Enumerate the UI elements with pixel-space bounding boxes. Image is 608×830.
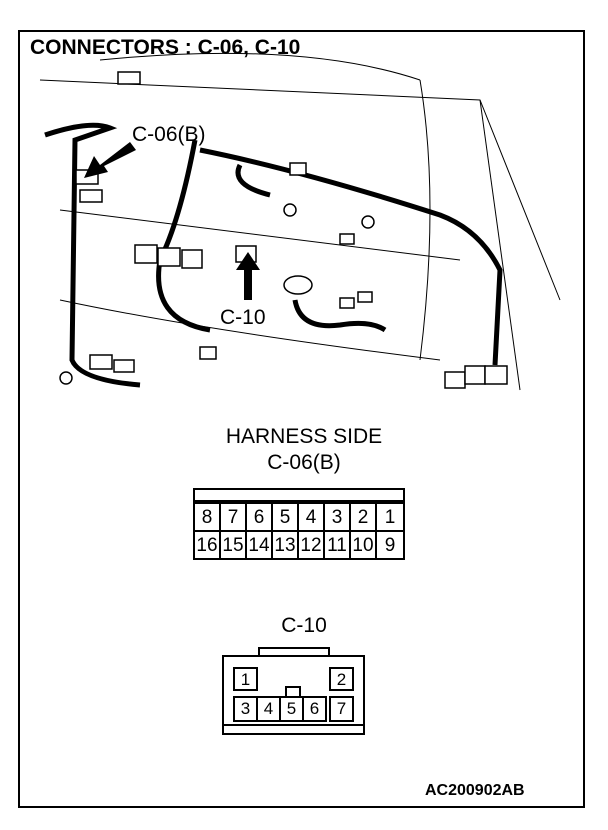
pin: 4	[256, 696, 281, 722]
c10-tab	[258, 647, 330, 657]
c10-key	[285, 686, 301, 696]
pin: 13	[273, 530, 299, 558]
pin: 2	[329, 667, 354, 691]
pin: 2	[351, 502, 377, 530]
pin: 10	[351, 530, 377, 558]
pin: 3	[325, 502, 351, 530]
pin: 6	[247, 502, 273, 530]
pin: 3	[233, 696, 258, 722]
connector-blocks	[59, 71, 508, 389]
pin: 11	[325, 530, 351, 558]
pin: 9	[377, 530, 403, 558]
pin: 8	[195, 502, 221, 530]
figure-code: AC200902AB	[425, 782, 525, 799]
pin: 1	[377, 502, 403, 530]
c10-connector	[222, 655, 365, 735]
figure-frame	[18, 30, 585, 808]
pin: 4	[299, 502, 325, 530]
c06-latch-strip	[193, 488, 405, 502]
pin: 5	[273, 502, 299, 530]
pin: 7	[221, 502, 247, 530]
c06-label: C-06(B)	[267, 451, 341, 474]
c06-connector: 8 7 6 5 4 3 2 1 16 15 14 13 12 11 10 9	[193, 500, 405, 560]
callout-c06: C-06(B)	[132, 123, 206, 146]
harness-illustration	[39, 52, 561, 391]
wire-harness	[44, 122, 503, 388]
pin: 12	[299, 530, 325, 558]
pin: 5	[279, 696, 304, 722]
callout-c10: C-10	[220, 306, 266, 329]
c10-base-line	[224, 724, 363, 726]
arrow-c10	[236, 252, 260, 300]
arrows	[84, 142, 260, 300]
pin: 6	[302, 696, 327, 722]
harness-side-label: HARNESS SIDE	[225, 425, 383, 448]
pin: 16	[195, 530, 221, 558]
pin: 15	[221, 530, 247, 558]
pin: 14	[247, 530, 273, 558]
pin: 7	[329, 696, 354, 722]
pin: 1	[233, 667, 258, 691]
c10-label: C-10	[281, 614, 327, 637]
arrow-c06	[84, 142, 136, 178]
